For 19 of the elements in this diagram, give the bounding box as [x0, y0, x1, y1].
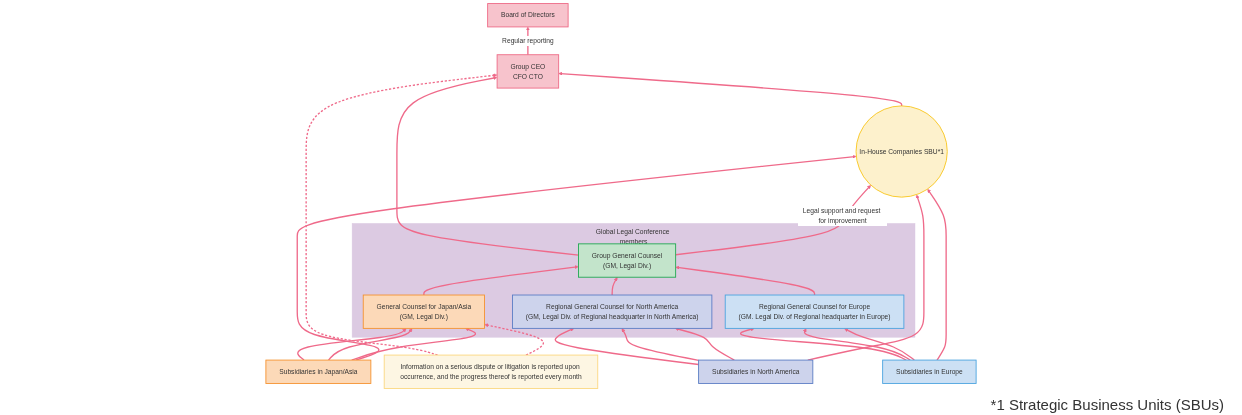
arrow	[675, 184, 871, 256]
arrow	[675, 265, 816, 296]
arrow	[558, 71, 903, 107]
arrow	[423, 265, 579, 296]
arrow	[554, 328, 700, 366]
arrow	[297, 328, 407, 361]
arrow	[305, 73, 498, 356]
footnote: *1 Strategic Business Units (SBUs)	[990, 396, 1224, 413]
arrow	[351, 327, 477, 361]
arrow	[327, 328, 413, 361]
arrow	[296, 154, 857, 361]
arrow	[740, 327, 907, 361]
arrow	[802, 328, 911, 361]
arrow	[611, 277, 618, 296]
arrow	[927, 188, 947, 361]
arrow	[621, 328, 700, 362]
arrow	[844, 328, 915, 361]
arrow	[675, 327, 735, 361]
arrow	[396, 76, 580, 256]
